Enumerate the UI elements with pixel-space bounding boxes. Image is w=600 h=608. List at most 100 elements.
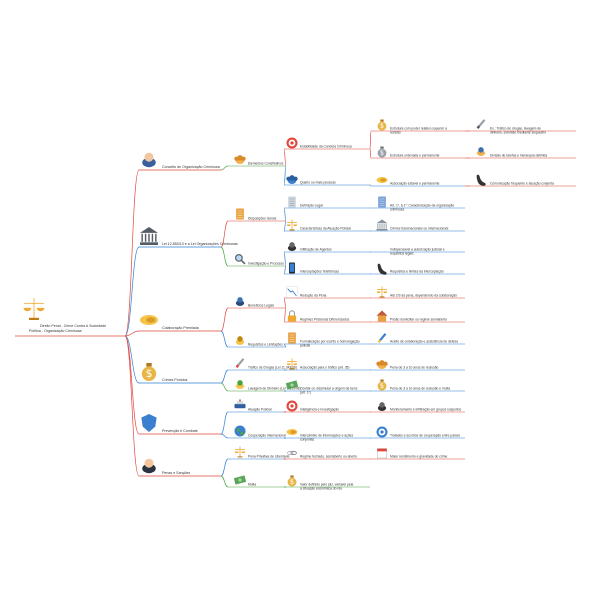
dollar-icon: $	[377, 146, 387, 158]
spy-icon	[287, 242, 297, 252]
connector-line	[124, 246, 140, 337]
topic-label: Regimes Prisionais Diferenciados	[300, 318, 350, 322]
sub-label: Atuação Policial	[248, 408, 272, 412]
detail-label: Tratados e acordos de cooperação entre p…	[390, 434, 460, 438]
bank-icon	[140, 227, 158, 245]
calendar-icon	[377, 448, 387, 459]
banknotes-icon	[285, 380, 299, 390]
pen-icon	[377, 333, 387, 343]
svg-text:$: $	[146, 367, 153, 380]
detail-label: Pena de 3 a 10 anos de reclusão	[390, 366, 439, 370]
topic-label: Definição Legal	[300, 204, 323, 208]
scales-icon	[286, 219, 298, 231]
topic-label: Interceptações Telefônicas	[300, 270, 339, 274]
root-subtitle[interactable]: Política - Organização Criminosa	[29, 329, 82, 333]
sub-label: Multa	[248, 483, 256, 487]
detail-label: Art. 1º, § 1º: Caracterização da organiz…	[390, 204, 454, 212]
connector-line	[220, 475, 229, 488]
police-car-icon	[234, 399, 246, 409]
topic-label: Inteligência e Investigação	[300, 408, 339, 412]
handshake-icon	[286, 428, 298, 436]
building-icon	[376, 219, 388, 231]
detail-label: Aceite de colaboração e assistência de d…	[390, 340, 458, 344]
phone-icon	[476, 174, 486, 186]
sub-label: Requisitos e Limitações	[248, 343, 283, 347]
connector-line	[124, 330, 140, 337]
connector-line	[220, 369, 229, 384]
detail-label: Monitoramento e infiltração em grupos su…	[390, 408, 461, 412]
root-title[interactable]: Direito Penal - Crime Contra A Sociedade	[40, 324, 106, 328]
connector-line	[220, 220, 229, 248]
scales-icon	[376, 286, 388, 298]
connector-line	[124, 169, 140, 337]
connector-line	[220, 433, 229, 439]
group-icon	[376, 360, 388, 370]
connector-line	[124, 335, 140, 477]
detail-label: Estrutura ordenada e permanente	[390, 154, 440, 158]
target-icon	[286, 400, 298, 412]
topic-label: Estabilidade da Conduta Criminosa	[300, 145, 352, 149]
topic-label: Características da Atuação Policial	[300, 227, 351, 231]
topic-label: Associação para o tráfico (art. 35)	[300, 366, 349, 370]
globe-grid-icon	[376, 426, 388, 438]
connector-line	[369, 184, 372, 187]
connector-line	[283, 207, 287, 222]
money-bag-icon: $	[141, 363, 157, 381]
target-icon	[286, 137, 298, 149]
branch-label: Penas e Sanções	[162, 471, 190, 475]
document-icon	[288, 332, 296, 344]
sub-label: Cooperação Internacional	[248, 434, 286, 438]
money-bag-icon: $	[377, 119, 387, 131]
connector-line	[283, 251, 287, 267]
money-bag-icon: $	[287, 475, 297, 487]
lock-icon	[287, 310, 297, 322]
connector-line	[220, 246, 229, 267]
scales-icon	[23, 298, 45, 320]
chart-down-icon	[286, 286, 298, 298]
detail-label: Requisitos e limites da interceptação	[390, 270, 444, 274]
connector-line	[220, 458, 229, 477]
shield-icon	[141, 414, 157, 432]
chain-icon	[287, 451, 297, 455]
branch-label: Conceito de Organização Criminosa	[162, 165, 220, 169]
syringe-icon	[235, 358, 245, 368]
sub-label: Disposições Gerais	[248, 217, 277, 221]
connector-line	[220, 165, 229, 171]
detail-label: Associação estável e permanente	[390, 182, 440, 186]
spy-icon	[377, 402, 387, 412]
connector-line	[220, 411, 229, 435]
topic-label: Ocultar ou dissimular a origem de bens(a…	[300, 387, 358, 395]
connector-line	[283, 297, 287, 309]
knife-icon	[476, 119, 486, 129]
detail-label: Até 2/3 da pena, dependendo da colaboraç…	[390, 294, 457, 298]
branch-label: Lei 12.850/13 e a Lei Organizações Crimi…	[162, 242, 238, 246]
svg-text:$: $	[290, 478, 294, 486]
sub-label: Lavagem de Dinheiro (Lei 9.613/98)	[248, 387, 301, 391]
branch-label: Colaboração Premiada	[162, 326, 199, 330]
connector-line	[283, 265, 287, 275]
sub-label: Benefícios Legais	[248, 304, 274, 308]
leaf-label: Divisão de tarefas e hierarquia definida	[490, 154, 547, 158]
connector-line	[283, 148, 287, 167]
topic-label: Infiltração de Agentes	[300, 248, 332, 252]
house-icon	[376, 310, 388, 322]
money-face-icon	[235, 380, 245, 390]
detail-label: Maior rendimento e gravidade do crime	[390, 455, 448, 459]
document-icon	[236, 208, 244, 220]
leaf-label: Comunicação frequente e atuação conjunta	[490, 182, 554, 186]
connector-line	[283, 220, 287, 232]
branch-label: Crimes Punidos	[162, 378, 188, 382]
connector-line	[220, 307, 229, 332]
mobile-icon	[288, 262, 296, 274]
connector-line	[283, 165, 287, 186]
magnifier-icon	[234, 253, 246, 265]
handshake-icon	[140, 315, 158, 325]
worker-icon	[476, 147, 486, 157]
banknotes-icon	[233, 475, 247, 485]
connector-line	[220, 382, 229, 392]
judge-icon	[142, 458, 156, 474]
